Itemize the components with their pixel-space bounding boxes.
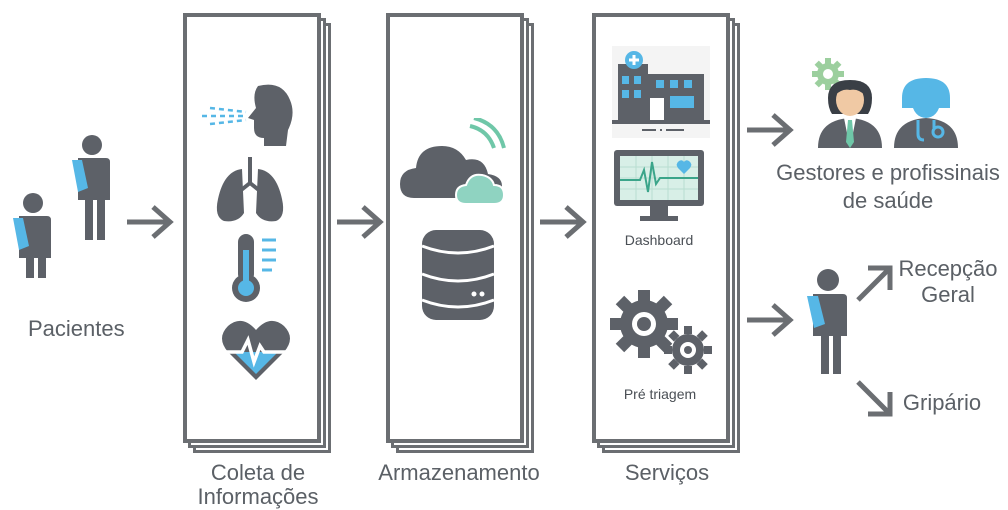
services-label: Serviços [624,460,710,485]
arrow-up-right-icon [856,265,893,302]
doctors-icon [812,58,958,148]
hospital-icon [612,46,710,138]
patients-label: Pacientes [28,316,125,341]
arrow-icon [337,205,384,239]
collection-label-line2: Informações [197,484,319,509]
dashboard-label: Dashboard [624,232,694,248]
managers-label-line2: de saúde [842,188,934,213]
storage-label: Armazenamento [378,460,540,485]
gears-icon [610,290,712,374]
collection-label-line1: Coleta de [210,460,306,485]
arrow-icon [747,303,794,337]
managers-label-line1: Gestores e profissinais [776,160,1000,185]
breath-icon [202,84,293,146]
reception-label-line1: Recepção [898,256,998,281]
patient-with-sling-icon [807,269,847,374]
arrow-icon [540,205,587,239]
reception-label-line2: Geral [921,282,975,307]
database-icon [421,230,495,320]
monitor-icon [614,150,704,221]
thermometer-icon [232,234,276,302]
flu-ward-label: Gripário [902,390,982,415]
heartbeat-icon [222,320,290,380]
arrow-down-right-icon [856,380,893,417]
cloud-icon [400,118,506,205]
patients-icon [13,135,110,278]
lungs-icon [216,157,284,222]
arrow-icon [747,113,794,147]
pre-triage-label: Pré triagem [623,386,697,402]
arrow-icon [127,205,174,239]
